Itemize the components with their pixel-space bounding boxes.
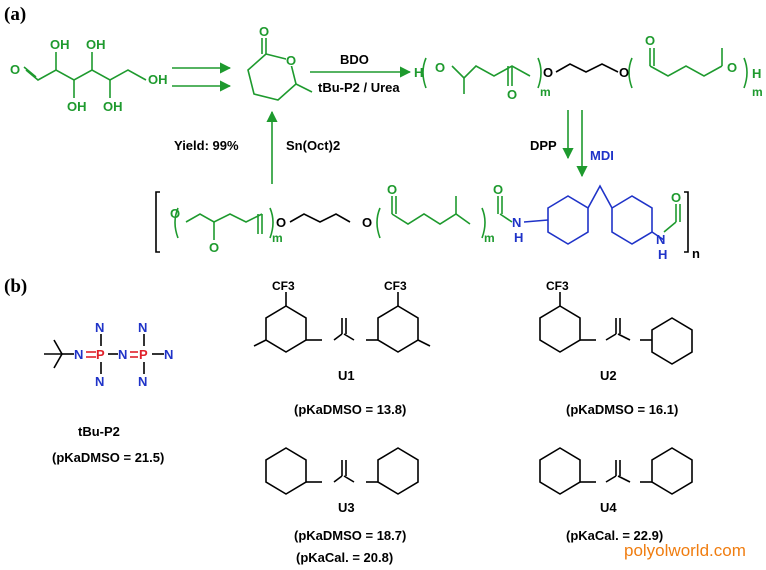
polyurethane-structure: [155, 184, 689, 253]
pu-n-1: N: [512, 215, 521, 230]
reagent-mdi: MDI: [590, 148, 614, 163]
pu-o-5: O: [362, 215, 372, 230]
tbu-n-3: N: [95, 320, 104, 335]
pu-h-2: H: [658, 247, 667, 262]
tbu-n-7: N: [164, 347, 173, 362]
diol-o-1: O: [435, 60, 445, 75]
pu-m-1: m: [272, 231, 283, 245]
u2-structure: [539, 292, 693, 365]
pu-o-7: O: [671, 190, 681, 205]
u3-structure: [265, 447, 419, 495]
diol-m-2: m: [752, 85, 763, 99]
u1-pka: (pKaDMSO = 13.8): [294, 402, 406, 417]
pu-o-6: O: [493, 182, 503, 197]
glucose-aldehyde-o: O: [10, 62, 20, 77]
pu-o-4: O: [387, 182, 397, 197]
u1-cf3-2: CF3: [384, 279, 407, 293]
u1-name: U1: [338, 368, 355, 383]
u4-structure: [539, 447, 693, 495]
diol-o-4: O: [645, 33, 655, 48]
watermark: polyolworld.com: [624, 541, 746, 560]
pu-o-2: O: [209, 240, 219, 255]
tbu-n-1: N: [74, 347, 83, 362]
pu-n-2: N: [656, 232, 665, 247]
tbu-n-2: N: [118, 347, 127, 362]
lactone-carbonyl-o: O: [259, 24, 269, 39]
tbu-p2-name: tBu-P2: [78, 424, 120, 439]
u2-pka: (pKaDMSO = 16.1): [566, 402, 678, 417]
diol-o-3: O: [543, 65, 553, 80]
diol-h-left: H: [414, 65, 423, 80]
pu-h-1: H: [514, 230, 523, 245]
glucose-oh-5: OH: [148, 72, 168, 87]
diol-o-5: O: [727, 60, 737, 75]
tbu-n-6: N: [138, 374, 147, 389]
tbu-p-2: P: [139, 347, 148, 362]
u3-name: U3: [338, 500, 355, 515]
glucose-oh-1: OH: [50, 37, 70, 52]
pu-o-1: O: [170, 206, 180, 221]
lactone-ring-o: O: [286, 53, 296, 68]
tbu-p2-structure: [44, 334, 164, 374]
diol-structure: [422, 48, 748, 94]
diol-m-1: m: [540, 85, 551, 99]
u3-pka-dmso: (pKaDMSO = 18.7): [294, 528, 406, 543]
tbu-p-1: P: [96, 347, 105, 362]
u4-name: U4: [600, 500, 617, 515]
diol-h-right: H: [752, 66, 761, 81]
diol-o-2: O: [507, 87, 517, 102]
pu-o-3: O: [276, 215, 286, 230]
panel-b-label: (b): [4, 276, 27, 297]
reagent-dpp: DPP: [530, 138, 557, 153]
glucose-structure: [23, 52, 147, 98]
catalyst-label: Sn(Oct)2: [286, 138, 340, 153]
diol-linker: [555, 63, 619, 73]
yield-label: Yield: 99%: [174, 138, 239, 153]
glucose-oh-3: OH: [86, 37, 106, 52]
tbu-p2-pka: (pKaDMSO = 21.5): [52, 450, 164, 465]
u2-name: U2: [600, 368, 617, 383]
u1-cf3-1: CF3: [272, 279, 295, 293]
reagent-tbu-urea: tBu-P2 / Urea: [318, 80, 400, 95]
reagent-bdo: BDO: [340, 52, 369, 67]
diol-o-3b: O: [619, 65, 629, 80]
lactone-structure: [247, 38, 313, 101]
tbu-n-5: N: [138, 320, 147, 335]
panel-a-label: (a): [4, 4, 26, 25]
u3-pka-cal: (pKaCal. = 20.8): [296, 550, 393, 565]
glucose-oh-2: OH: [67, 99, 87, 114]
u2-cf3: CF3: [546, 279, 569, 293]
tbu-n-4: N: [95, 374, 104, 389]
glucose-oh-4: OH: [103, 99, 123, 114]
pu-n-repeat: n: [692, 246, 700, 261]
u4-pka: (pKaCal. = 22.9): [566, 528, 663, 543]
pu-m-2: m: [484, 231, 495, 245]
u1-structure: [253, 292, 431, 353]
